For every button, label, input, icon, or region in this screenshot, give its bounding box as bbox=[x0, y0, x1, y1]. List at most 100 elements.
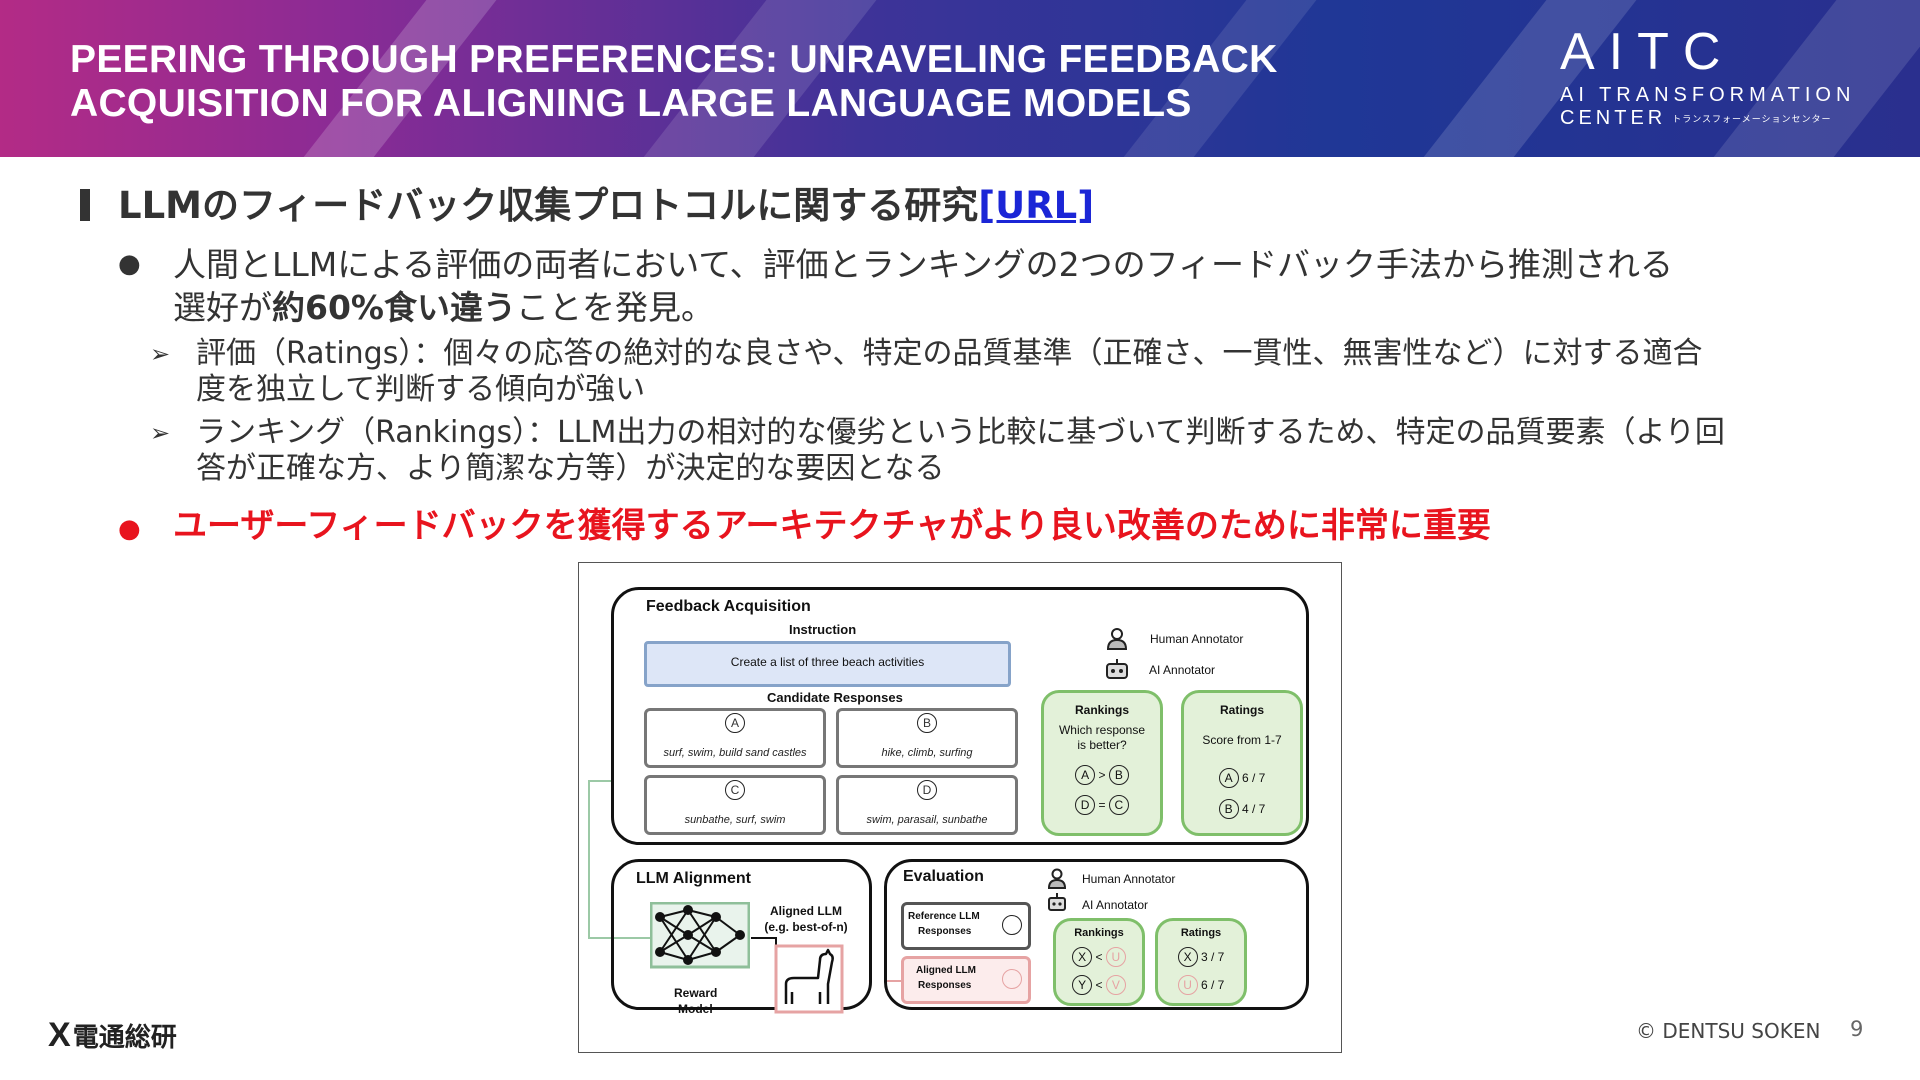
reference-llm-label-2: Responses bbox=[918, 926, 972, 937]
instruction-text: Create a list of three beach activities bbox=[730, 655, 925, 669]
candidate-c-text: sunbathe, surf, swim bbox=[684, 814, 786, 826]
eval-ratings-card: Ratings X 3 / 7 U 6 / 7 bbox=[1155, 918, 1247, 1006]
evaluation-panel: Evaluation Human Annotator AI Annotator … bbox=[884, 859, 1309, 1010]
logo-main-text: AITC bbox=[1560, 23, 1735, 81]
bullet-main-text-c: ことを発見。 bbox=[516, 288, 714, 327]
empty-circle-icon bbox=[1002, 969, 1022, 989]
rankings-question-line1: Which response bbox=[1058, 723, 1146, 737]
section-heading: LLMのフィードバック収集プロトコルに関する研究[URL] bbox=[80, 175, 1094, 229]
human-annotator-icon bbox=[1106, 628, 1128, 650]
bullet-highlight: ● ユーザーフィードバックを獲得するアーキテクチャがより良い改善のために非常に重要 bbox=[118, 498, 1491, 547]
page-number: 9 bbox=[1850, 1017, 1864, 1041]
arrow-bullet-icon: ➢ bbox=[150, 419, 171, 447]
bullet-main: ● 人間とLLMによる評価の両者において、評価とランキングの2つのフィードバック… bbox=[118, 243, 1838, 329]
rank-operator: = bbox=[1098, 798, 1106, 812]
rank-circle: Y bbox=[1072, 975, 1093, 995]
ai-annotator-icon bbox=[1106, 659, 1128, 679]
candidate-b-text: hike, climb, surfing bbox=[881, 747, 973, 759]
candidate-b: B hike, climb, surfing bbox=[836, 708, 1018, 768]
sub-bullet-rankings-line2: 答が正確な方、より簡潔な方等）が決定的な要因となる bbox=[196, 451, 945, 486]
sub-bullet-ratings: ➢ 評価（Ratings）：個々の応答の絶対的な良さや、特定の品質基準（正確さ、… bbox=[150, 336, 1850, 408]
bullet-main-text-b: 選好が bbox=[173, 288, 272, 327]
rankings-question-line2: is better? bbox=[1077, 738, 1127, 752]
reward-model-label-2: Model bbox=[678, 1002, 713, 1016]
candidate-d-text: swim, parasail, sunbathe bbox=[866, 814, 988, 826]
ratings-title: Ratings bbox=[1219, 703, 1264, 717]
rate-score: 6 / 7 bbox=[1241, 771, 1266, 785]
bullet-main-bold: 約60%食い違う bbox=[272, 288, 516, 327]
feedback-diagram: Feedback Acquisition Instruction Create … bbox=[578, 562, 1342, 1053]
company-logo: X電通総研 bbox=[48, 1016, 177, 1055]
bullet-main-text: 人間とLLMによる評価の両者において、評価とランキングの2つのフィードバック手法… bbox=[173, 243, 1838, 329]
logo-sub2: CENTER トランスフォーメーションセンター bbox=[1560, 106, 1900, 131]
rank-circle: A bbox=[1075, 765, 1096, 785]
rate-circle: U bbox=[1177, 975, 1198, 995]
aligned-llm-responses-label-1: Aligned LLM bbox=[916, 965, 976, 976]
eval-ai-annotator-label: AI Annotator bbox=[1082, 898, 1149, 912]
url-link[interactable]: [URL] bbox=[978, 184, 1095, 227]
aligned-llm-box: Aligned LLM Responses bbox=[901, 956, 1031, 1004]
rank-circle: B bbox=[1108, 765, 1129, 785]
bullet-highlight-text: ユーザーフィードバックを獲得するアーキテクチャがより良い改善のために非常に重要 bbox=[173, 506, 1491, 546]
rank-circle: U bbox=[1105, 947, 1126, 967]
reference-llm-label-1: Reference LLM bbox=[908, 911, 980, 922]
bullet-dot-icon: ● bbox=[118, 514, 141, 544]
rate-score: 4 / 7 bbox=[1241, 802, 1266, 816]
candidate-b-letter: B bbox=[917, 713, 937, 733]
bullet-main-line1: 人間とLLMによる評価の両者において、評価とランキングの2つのフィードバック手法… bbox=[173, 245, 1673, 284]
copyright-text: © DENTSU SOKEN bbox=[1636, 1019, 1821, 1043]
rank-circle: D bbox=[1075, 795, 1096, 815]
reference-llm-box: Reference LLM Responses bbox=[901, 902, 1031, 950]
candidate-c: C sunbathe, surf, swim bbox=[644, 775, 826, 835]
evaluation-title: Evaluation bbox=[903, 868, 984, 885]
candidate-a: A surf, swim, build sand castles bbox=[644, 708, 826, 768]
ratings-card: Ratings Score from 1-7 A 6 / 7 B 4 / 7 bbox=[1181, 690, 1303, 836]
human-annotator-label: Human Annotator bbox=[1150, 632, 1244, 646]
reward-model-network-icon bbox=[650, 902, 750, 969]
sub-bullet-ratings-line2: 度を独立して判断する傾向が強い bbox=[196, 372, 646, 407]
rank-circle: X bbox=[1072, 947, 1093, 967]
sub-bullet-rankings: ➢ ランキング（Rankings）：LLM出力の相対的な優劣という比較に基づいて… bbox=[150, 415, 1850, 487]
rate-score: 3 / 7 bbox=[1200, 950, 1225, 964]
human-annotator-icon bbox=[1047, 868, 1067, 889]
rankings-title: Rankings bbox=[1074, 703, 1129, 717]
eval-ratings-title: Ratings bbox=[1180, 927, 1222, 939]
reward-model-label-1: Reward bbox=[674, 986, 718, 1000]
company-name: 電通総研 bbox=[72, 1023, 177, 1053]
rankings-row1: A > B bbox=[1044, 765, 1160, 785]
logo-kana-text: トランスフォーメーションセンター bbox=[1672, 113, 1832, 124]
rate-circle: X bbox=[1177, 947, 1198, 967]
candidate-d: D swim, parasail, sunbathe bbox=[836, 775, 1018, 835]
candidate-label: Candidate Responses bbox=[767, 690, 903, 705]
eval-rank-row2: Y < V bbox=[1056, 975, 1142, 995]
heading-bar-icon bbox=[80, 189, 90, 221]
empty-circle-icon bbox=[1002, 915, 1022, 935]
header-banner: PEERING THROUGH PREFERENCES: UNRAVELING … bbox=[0, 0, 1920, 157]
aligned-llm-label-1: Aligned LLM bbox=[770, 904, 842, 918]
aitc-logo: AITC AI TRANSFORMATION CENTER トランスフォーメーショ… bbox=[1560, 26, 1900, 136]
ai-annotator-label: AI Annotator bbox=[1149, 663, 1216, 677]
instruction-box: Create a list of three beach activities bbox=[644, 641, 1011, 687]
eval-rate-row1: X 3 / 7 bbox=[1158, 947, 1244, 967]
section-heading-text: LLMのフィードバック収集プロトコルに関する研究 bbox=[118, 184, 979, 227]
bullet-dot-icon: ● bbox=[118, 249, 141, 279]
ratings-subtitle: Score from 1-7 bbox=[1202, 733, 1282, 747]
eval-rankings-title: Rankings bbox=[1074, 927, 1124, 939]
rank-operator: < bbox=[1095, 950, 1103, 964]
rankings-row2: D = C bbox=[1044, 795, 1160, 815]
rank-circle: C bbox=[1108, 795, 1129, 815]
arrow-bullet-icon: ➢ bbox=[150, 340, 171, 368]
logo-center-text: CENTER bbox=[1560, 107, 1667, 129]
candidate-c-letter: C bbox=[725, 780, 745, 800]
sub-bullet-rankings-line1: ランキング（Rankings）：LLM出力の相対的な優劣という比較に基づいて判断… bbox=[196, 415, 1725, 450]
eval-human-annotator-label: Human Annotator bbox=[1082, 872, 1176, 886]
llm-alignment-title: LLM Alignment bbox=[636, 870, 751, 887]
llm-alignment-panel: LLM Alignment Reward Model Aligned LLM (… bbox=[611, 859, 872, 1016]
slide-title: PEERING THROUGH PREFERENCES: UNRAVELING … bbox=[70, 38, 1340, 126]
instruction-label: Instruction bbox=[789, 622, 857, 637]
eval-rate-row2: U 6 / 7 bbox=[1158, 975, 1244, 995]
slide-title-line1: PEERING THROUGH PREFERENCES: UNRAVELING … bbox=[70, 38, 1278, 81]
rank-operator: > bbox=[1098, 768, 1106, 782]
logo-sub-text: AI TRANSFORMATION bbox=[1560, 84, 1856, 106]
candidate-d-letter: D bbox=[917, 780, 937, 800]
